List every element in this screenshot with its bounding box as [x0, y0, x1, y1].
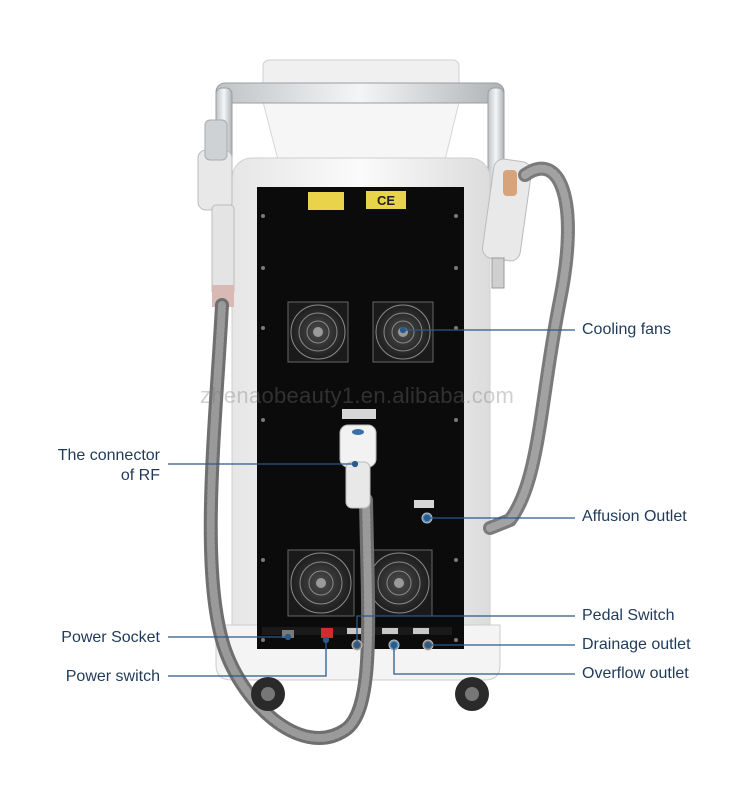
top-tray — [261, 59, 461, 161]
label-cooling-fans: Cooling fans — [582, 321, 671, 338]
watermark: zhenaobeauty1.en.alibaba.com — [200, 383, 515, 408]
wheels — [251, 677, 489, 711]
ce-mark: CE — [377, 193, 395, 208]
label-rf-connector-line2: of RF — [120, 467, 160, 484]
cooling-fan-bottom-right — [365, 549, 433, 617]
callout-line-pedal — [356, 615, 575, 645]
rf-handpiece — [339, 424, 377, 509]
cooling-fan-bottom-left — [287, 549, 355, 617]
label-overflow-outlet: Overflow outlet — [582, 665, 689, 682]
cooling-fan-top-left — [287, 301, 349, 363]
callout-line-power-switch — [168, 640, 327, 677]
label-rf-connector-line1: The connector — [57, 447, 160, 464]
label-pedal-switch: Pedal Switch — [582, 607, 675, 624]
label-drainage-outlet: Drainage outlet — [582, 636, 691, 653]
label-power-switch: Power switch — [65, 668, 160, 685]
right-handpiece — [482, 158, 532, 289]
label-affusion-outlet: Affusion Outlet — [582, 508, 687, 525]
callout-line-overflow — [393, 645, 575, 675]
callout-lines — [168, 326, 575, 677]
label-power-socket: Power Socket — [61, 629, 160, 646]
